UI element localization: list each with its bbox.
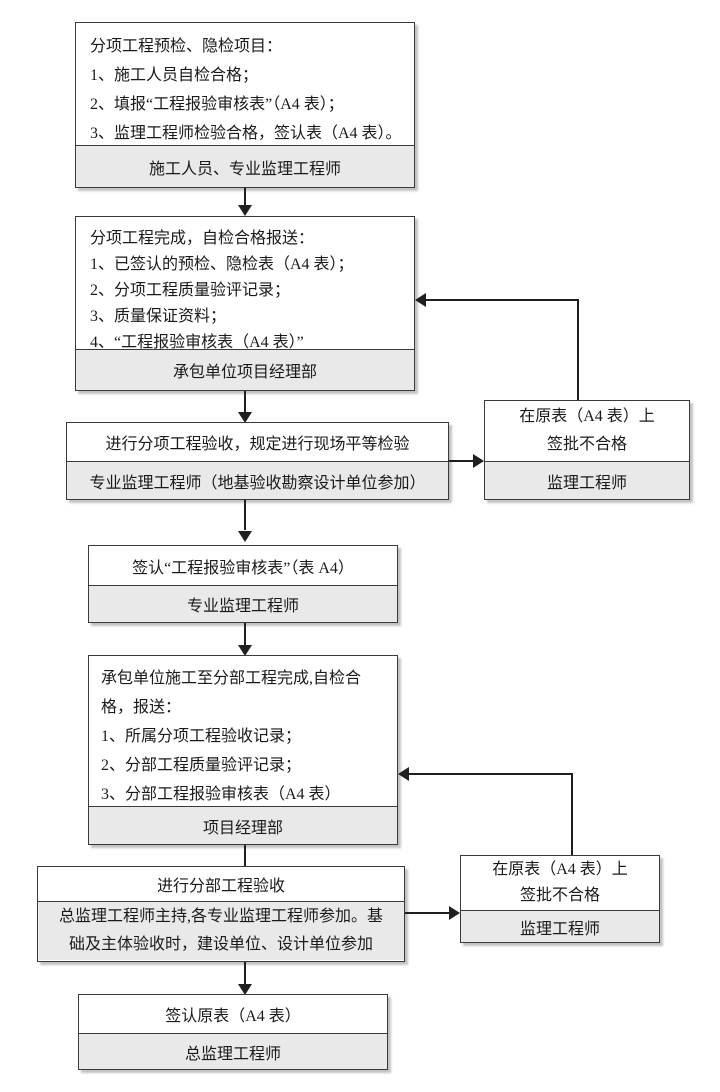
node-r2-actor: 监理工程师 <box>461 910 659 942</box>
node-1-actor: 施工人员、专业监理工程师 <box>76 145 414 187</box>
node-r1-actor: 监理工程师 <box>485 461 689 499</box>
connector-n6-r2-line <box>405 912 452 914</box>
connector-r2-feedback-horizontal <box>409 773 573 775</box>
connector-r1-feedback-vertical <box>577 299 579 400</box>
node-2-line-2: 1、已签认的预检、隐检表（A4 表）； <box>90 256 354 273</box>
connector-n1-n2-arrow <box>238 205 252 216</box>
node-3-line-1: 进行分项工程验收，规定进行现场平等检验 <box>105 436 410 453</box>
connector-r2-feedback-arrow <box>398 767 409 781</box>
node-1-line-3: 2、填报“工程报验审核表”（A4 表）； <box>90 96 344 113</box>
connector-n1-n2-line <box>244 188 246 208</box>
connector-r1-feedback-arrow <box>415 293 426 307</box>
connector-n4-n5-line <box>244 623 246 647</box>
node-2-line-3: 2、分项工程质量验评记录； <box>90 282 291 299</box>
node-7-actor: 总监理工程师 <box>79 1033 387 1069</box>
node-2-line-1: 分项工程完成，自检合格报送： <box>90 230 315 247</box>
node-1-line-4: 3、监理工程师检验合格，签认表（A4 表）。 <box>90 125 402 142</box>
node-6-body: 进行分部工程验收 <box>38 867 404 901</box>
connector-n3-n4-arrow <box>238 531 252 542</box>
node-2-body: 分项工程完成，自检合格报送： 1、已签认的预检、隐检表（A4 表）； 2、分项工… <box>76 217 414 351</box>
node-5-body: 承包单位施工至分部工程完成,自检合 格，报送： 1、所属分项工程验收记录； 2、… <box>89 656 397 806</box>
node-reject-stamp-upper[interactable]: 在原表（A4 表）上 签批不合格 监理工程师 <box>484 400 690 500</box>
connector-n5-n6-line <box>244 845 246 869</box>
node-5-line-3: 1、所属分项工程验收记录； <box>101 728 302 745</box>
node-6-actor-line-1: 总监理工程师主持,各专业监理工程师参加。基 <box>58 908 383 925</box>
node-3-actor: 专业监理工程师（地基验收勘察设计单位参加） <box>67 461 448 499</box>
connector-n3-n4-line <box>244 500 246 530</box>
connector-n6-n7-arrow <box>238 984 252 995</box>
node-1-line-2: 1、施工人员自检合格； <box>90 67 259 84</box>
connector-n2-n3-line <box>244 391 246 416</box>
node-1-body: 分项工程预检、隐检项目： 1、施工人员自检合格； 2、填报“工程报验审核表”（A… <box>76 23 414 145</box>
node-4-line-1: 签认“工程报验审核表”（表 A4） <box>132 559 354 577</box>
node-5-line-1: 承包单位施工至分部工程完成,自检合 <box>101 670 362 687</box>
connector-n2-n3-arrow <box>238 412 252 423</box>
node-4-body: 签认“工程报验审核表”（表 A4） <box>89 546 397 585</box>
node-2-line-5: 4、“工程报验审核表（A4 表）” <box>90 334 304 351</box>
node-sign-original-form[interactable]: 签认原表（A4 表） 总监理工程师 <box>78 994 388 1070</box>
connector-r2-feedback-vertical <box>571 773 573 857</box>
connector-n6-r2-arrow <box>449 906 460 920</box>
node-2-line-4: 3、质量保证资料； <box>90 308 227 325</box>
node-division-complete-submit[interactable]: 承包单位施工至分部工程完成,自检合 格，报送： 1、所属分项工程验收记录； 2、… <box>88 655 398 845</box>
node-5-line-2: 格，报送： <box>101 699 182 716</box>
node-4-actor: 专业监理工程师 <box>89 585 397 622</box>
node-5-actor: 项目经理部 <box>89 806 397 844</box>
node-r1-body: 在原表（A4 表）上 签批不合格 <box>485 401 689 461</box>
node-reject-stamp-lower[interactable]: 在原表（A4 表）上 签批不合格 监理工程师 <box>460 855 660 943</box>
connector-n6-n7-line <box>244 962 246 985</box>
node-7-line-1: 签认原表（A4 表） <box>165 1008 301 1025</box>
connector-n3-r1-line <box>449 460 476 462</box>
node-7-body: 签认原表（A4 表） <box>79 995 387 1033</box>
connector-n3-r1-arrow <box>473 454 484 468</box>
node-6-actor: 总监理工程师主持,各专业监理工程师参加。基 础及主体验收时，建设单位、设计单位参… <box>38 901 404 960</box>
connector-r1-feedback-horizontal <box>426 299 579 301</box>
node-5-line-4: 2、分部工程质量验评记录； <box>101 757 302 774</box>
node-5-line-5: 3、分部工程报验审核表（A4 表） <box>101 786 341 803</box>
node-r1-line-1: 在原表（A4 表）上 <box>519 408 655 425</box>
node-sign-inspection-form[interactable]: 签认“工程报验审核表”（表 A4） 专业监理工程师 <box>88 545 398 623</box>
node-subitem-complete-submit[interactable]: 分项工程完成，自检合格报送： 1、已签认的预检、隐检表（A4 表）； 2、分项工… <box>75 216 415 391</box>
node-2-actor: 承包单位项目经理部 <box>76 349 414 390</box>
node-r1-line-2: 签批不合格 <box>546 436 627 453</box>
node-r2-body: 在原表（A4 表）上 签批不合格 <box>461 856 659 910</box>
node-subitem-acceptance[interactable]: 进行分项工程验收，规定进行现场平等检验 专业监理工程师（地基验收勘察设计单位参加… <box>66 422 449 500</box>
node-6-line-1: 进行分部工程验收 <box>156 878 285 895</box>
node-r2-line-1: 在原表（A4 表）上 <box>492 861 628 878</box>
node-3-body: 进行分项工程验收，规定进行现场平等检验 <box>67 423 448 461</box>
node-r2-line-2: 签批不合格 <box>519 887 600 904</box>
node-division-acceptance[interactable]: 进行分部工程验收 总监理工程师主持,各专业监理工程师参加。基 础及主体验收时，建… <box>37 866 405 962</box>
node-6-actor-line-2: 础及主体验收时，建设单位、设计单位参加 <box>68 936 373 953</box>
connector-n4-n5-arrow <box>238 645 252 656</box>
node-1-line-1: 分项工程预检、隐检项目： <box>90 38 283 55</box>
node-subitem-precheck[interactable]: 分项工程预检、隐检项目： 1、施工人员自检合格； 2、填报“工程报验审核表”（A… <box>75 22 415 188</box>
